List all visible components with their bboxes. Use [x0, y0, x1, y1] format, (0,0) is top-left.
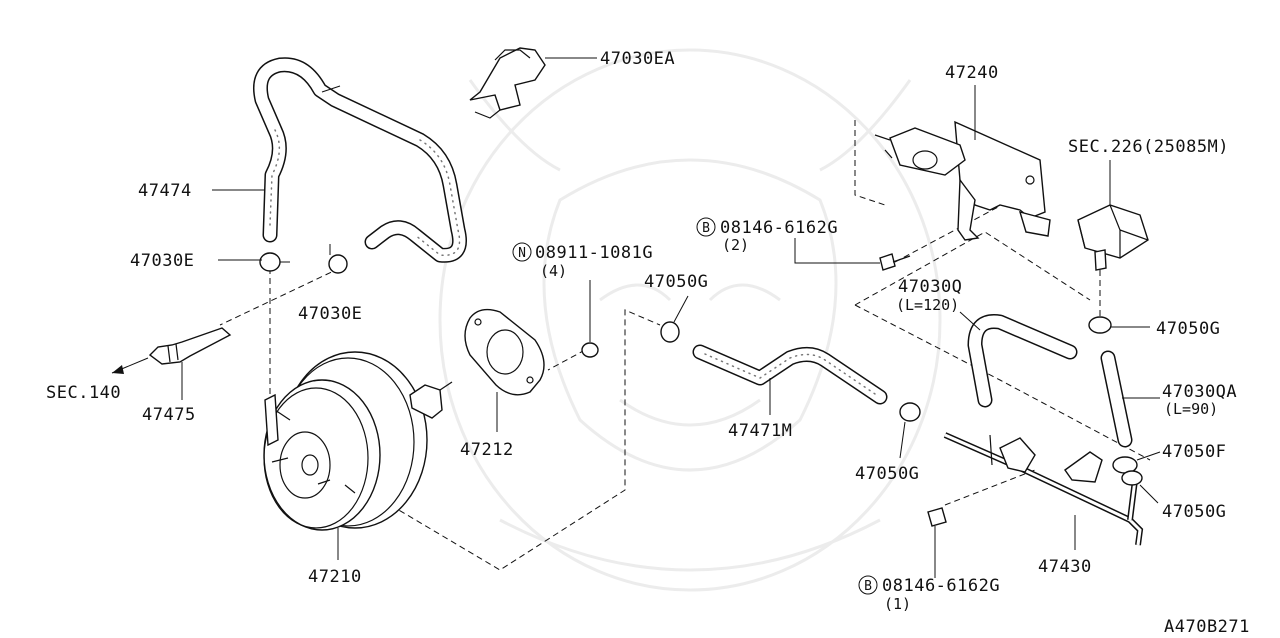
bolt-08146-6162G-lower[interactable] — [927, 507, 947, 578]
clip-47030EA[interactable] — [469, 47, 546, 119]
hose-47030QA[interactable] — [1100, 350, 1160, 448]
label-47030Q-length: (L=120) — [896, 296, 959, 314]
hose-clip-47050G-top[interactable] — [660, 295, 689, 343]
label-08911-1081G: 08911-1081G — [535, 243, 653, 263]
label-47430: 47430 — [1038, 557, 1092, 577]
label-47475: 47475 — [142, 405, 196, 425]
label-08146-6162G-lower: 08146-6162G — [882, 576, 1000, 596]
bolt-b2-badge: B — [858, 575, 878, 595]
assembly-guides — [219, 120, 1151, 571]
diagram-code: A470B271 — [1164, 617, 1250, 637]
hose-clip-47030E-left[interactable] — [259, 252, 290, 272]
svg-text:B: B — [864, 579, 872, 594]
bolt-n-badge: N — [512, 242, 532, 262]
label-47030EA: 47030EA — [600, 49, 675, 69]
leader-lines — [181, 57, 597, 400]
hose-clip-47050G-mid[interactable] — [899, 402, 921, 459]
hose-47474[interactable] — [253, 57, 467, 263]
label-47050F: 47050F — [1162, 442, 1226, 462]
svg-text:B: B — [702, 221, 710, 236]
label-47474: 47474 — [138, 181, 192, 201]
label-47240: 47240 — [945, 63, 999, 83]
label-08146-6162G-upper-qty: (2) — [722, 236, 749, 254]
label-47050G-bottom: 47050G — [1162, 502, 1226, 522]
label-47050G-right: 47050G — [1156, 319, 1220, 339]
label-sec140: SEC.140 — [46, 383, 121, 403]
label-47050G-mid: 47050G — [855, 464, 919, 484]
label-47030QA: 47030QA — [1162, 382, 1237, 402]
watermark-emblem — [438, 48, 942, 592]
svg-text:N: N — [518, 246, 526, 261]
bolt-b1-badge: B — [696, 217, 716, 237]
hose-clip-47050G-bottom[interactable] — [1121, 470, 1159, 504]
hose-clip-47030E-mid[interactable] — [328, 244, 348, 274]
label-47030E-mid: 47030E — [298, 304, 362, 324]
label-47210: 47210 — [308, 567, 362, 587]
pressure-sensor-sec226[interactable] — [1077, 160, 1149, 271]
nut-08911-1081G[interactable] — [581, 280, 599, 358]
hose-clip-47050G-right[interactable] — [1088, 316, 1150, 334]
label-47030QA-length: (L=90) — [1164, 400, 1218, 418]
label-08146-6162G-lower-qty: (1) — [884, 595, 911, 613]
check-valve-47475[interactable] — [111, 327, 232, 374]
brake-booster-47210[interactable] — [263, 351, 453, 560]
bolt-08146-6162G-upper[interactable] — [794, 238, 911, 271]
hose-47471M[interactable] — [692, 344, 888, 415]
label-47030E-left: 47030E — [130, 251, 194, 271]
vacuum-pipe-47430[interactable] — [943, 432, 1144, 550]
label-47471M: 47471M — [728, 421, 792, 441]
label-sec226: SEC.226(25085M) — [1068, 137, 1229, 157]
label-08911-1081G-qty: (4) — [540, 262, 567, 280]
label-47050G-top: 47050G — [644, 272, 708, 292]
part-labels: 47030EA 47474 47030E 47030E SEC.140 4747… — [46, 49, 1250, 637]
hose-47030Q[interactable] — [959, 311, 1078, 408]
label-47212: 47212 — [460, 440, 514, 460]
solenoid-valve-47240[interactable] — [874, 85, 1051, 241]
gasket-47212[interactable] — [464, 308, 545, 432]
label-08146-6162G-upper: 08146-6162G — [720, 218, 838, 238]
hose-clip-47050F[interactable] — [1112, 451, 1161, 474]
label-47030Q: 47030Q — [898, 277, 962, 297]
